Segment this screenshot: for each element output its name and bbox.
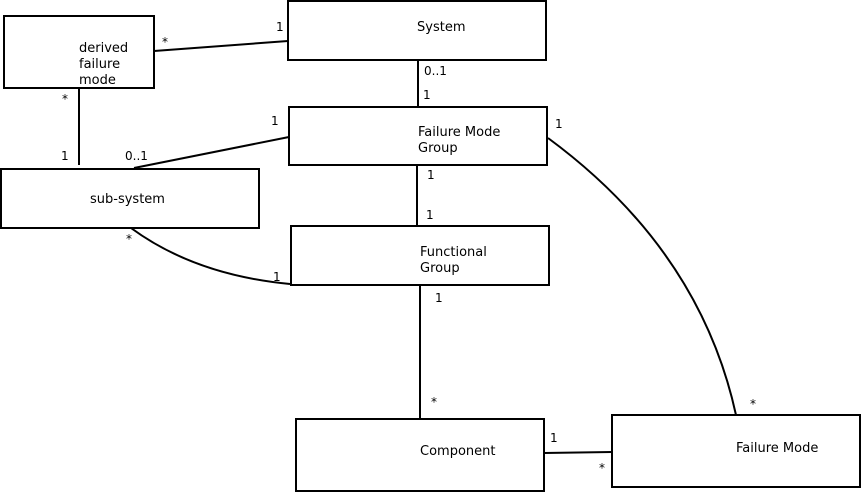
entity-failure-mode-group[interactable]: Failure Mode Group bbox=[288, 106, 548, 166]
multiplicity-label: 1 bbox=[273, 270, 281, 284]
multiplicities: * 1 0..1 1 * 1 0..1 1 1 1 * 1 1 * 1 * 1 … bbox=[61, 20, 756, 475]
multiplicity-label: 0..1 bbox=[125, 149, 148, 163]
multiplicity-label: 1 bbox=[427, 168, 435, 182]
entity-label-line: Failure Mode bbox=[418, 125, 500, 140]
entity-label-line: Functional bbox=[420, 245, 487, 260]
entity-label-line: Failure Mode bbox=[736, 441, 818, 456]
multiplicity-label: * bbox=[126, 232, 132, 246]
entity-label-line: System bbox=[417, 20, 465, 35]
link-component-to-failure-mode[interactable] bbox=[543, 451, 613, 454]
entity-failure-mode[interactable]: Failure Mode bbox=[611, 414, 861, 488]
link-derived-to-system[interactable] bbox=[153, 40, 289, 52]
entity-functional-group[interactable]: Functional Group bbox=[290, 225, 550, 286]
multiplicity-label: 1 bbox=[423, 88, 431, 102]
link-failure-mode-group-to-failure-mode[interactable] bbox=[547, 137, 737, 416]
multiplicity-label: 1 bbox=[271, 114, 279, 128]
associations bbox=[78, 40, 737, 454]
entity-label-line: Group bbox=[420, 261, 460, 276]
multiplicity-label: 1 bbox=[61, 149, 69, 163]
entity-sub-system[interactable]: sub-system bbox=[0, 168, 260, 229]
multiplicity-label: 1 bbox=[435, 291, 443, 305]
link-subsystem-to-functional-group[interactable] bbox=[130, 227, 291, 285]
multiplicity-label: * bbox=[431, 395, 437, 409]
multiplicity-label: 1 bbox=[550, 431, 558, 445]
entity-system[interactable]: System bbox=[287, 0, 547, 61]
entity-label-line: sub-system bbox=[90, 192, 165, 207]
multiplicity-label: 1 bbox=[276, 20, 284, 34]
multiplicity-label: * bbox=[750, 397, 756, 411]
multiplicity-label: * bbox=[162, 35, 168, 49]
multiplicity-label: * bbox=[62, 92, 68, 106]
entity-label-line: derived bbox=[79, 41, 128, 56]
link-subsystem-to-failure-mode-group[interactable] bbox=[133, 136, 290, 169]
entity-label-line: Group bbox=[418, 141, 458, 156]
entity-label-line: mode bbox=[79, 73, 116, 88]
multiplicity-label: * bbox=[599, 461, 605, 475]
multiplicity-label: 0..1 bbox=[424, 64, 447, 78]
entity-label-line: Component bbox=[420, 444, 495, 459]
entity-derived-failure-mode[interactable]: derived failure mode bbox=[3, 15, 155, 89]
multiplicity-label: 1 bbox=[555, 117, 563, 131]
multiplicity-label: 1 bbox=[426, 208, 434, 222]
entity-component[interactable]: Component bbox=[295, 418, 545, 492]
entity-label-line: failure bbox=[79, 57, 120, 72]
